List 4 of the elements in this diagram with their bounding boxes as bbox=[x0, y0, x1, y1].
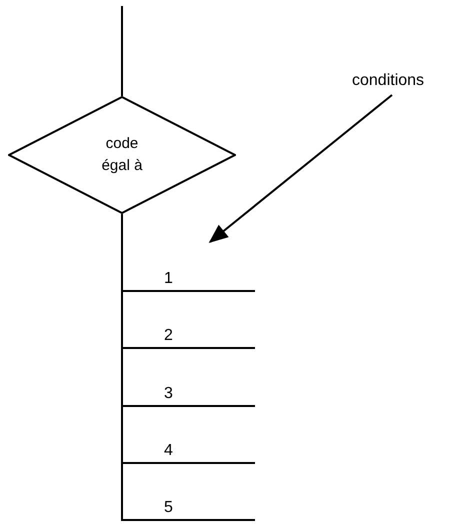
connector-line bbox=[121, 6, 123, 96]
arrow bbox=[208, 94, 393, 243]
decision-text: code égal à bbox=[100, 134, 144, 176]
annotation-text: conditions bbox=[352, 71, 424, 91]
